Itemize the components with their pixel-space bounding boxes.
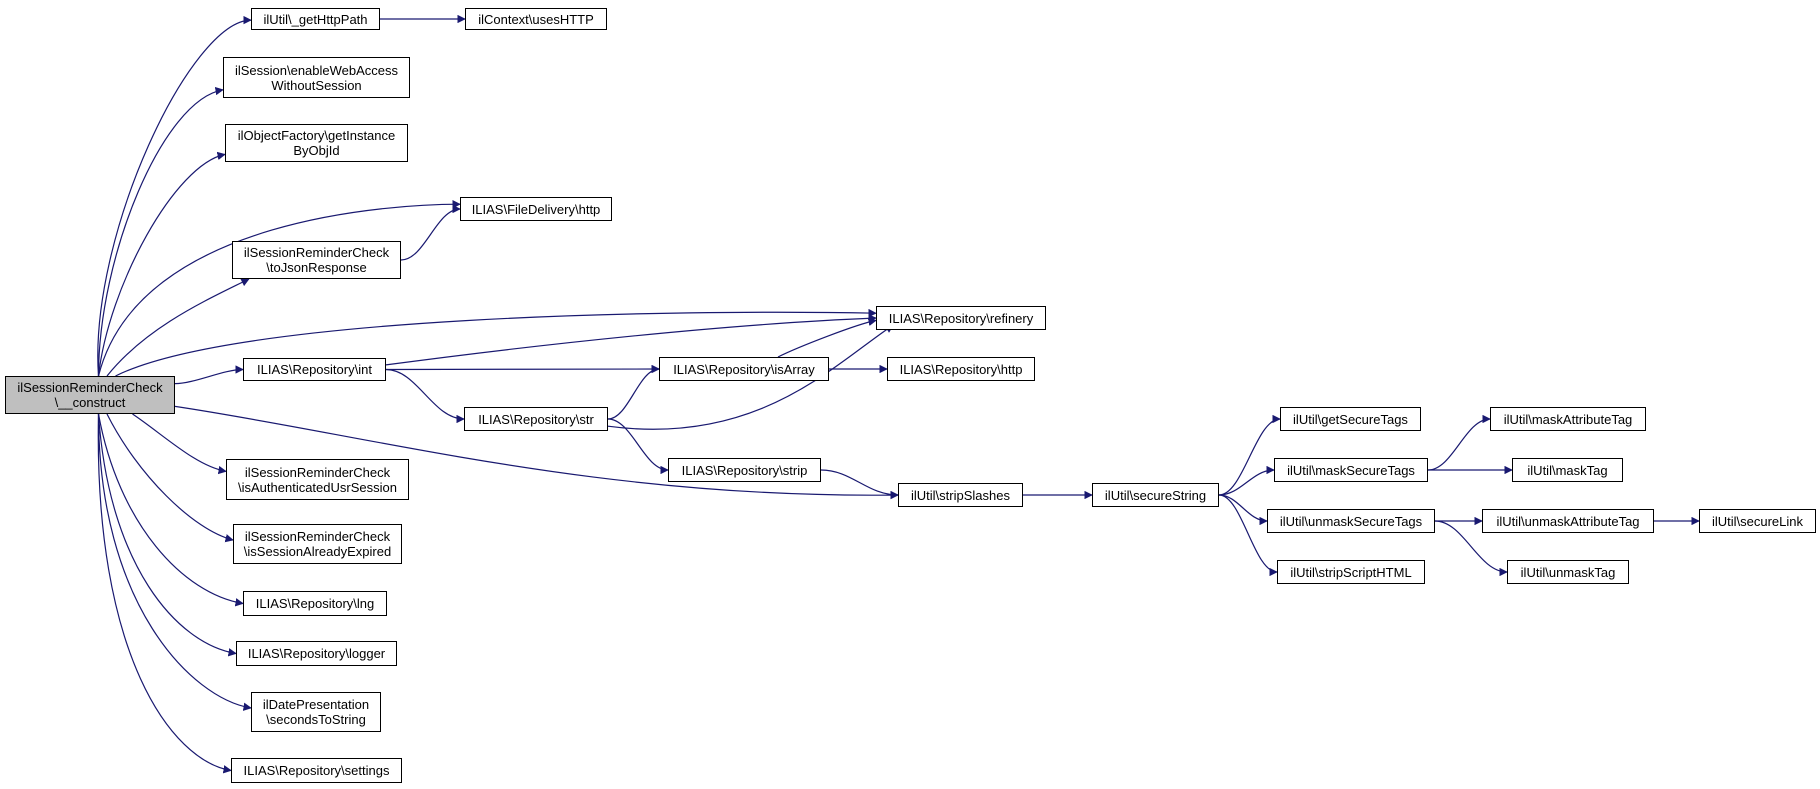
edge-root-to-settings (97, 413, 232, 774)
node-ilias-repository-settings[interactable]: ILIAS\Repository\settings (231, 758, 402, 783)
node-ilias-repository-strip[interactable]: ILIAS\Repository\strip (668, 458, 821, 482)
edge-root-to-toJsonResponse (106, 278, 250, 377)
edge-root-to-secondsToString (97, 413, 252, 711)
node-ilutil-masksecuretags[interactable]: ilUtil\maskSecureTags (1274, 458, 1428, 482)
node-ilutil-securelink[interactable]: ilUtil\secureLink (1699, 509, 1816, 533)
edge-root-to-fileDeliveryHttp (97, 200, 461, 377)
node-ilsessionremindercheck-isauthenticatedusrsession[interactable]: ilSessionReminderCheck \isAuthenticatedU… (226, 459, 409, 500)
node-ilias-repository-http[interactable]: ILIAS\Repository\http (887, 357, 1035, 381)
edge-root-to-isAuthenticated (132, 413, 227, 475)
edge-repoInt-to-isArray (385, 364, 660, 374)
edge-root-to-repoInt (174, 365, 244, 385)
node-ilias-repository-lng[interactable]: ILIAS\Repository\lng (243, 591, 387, 616)
node-ilias-repository-int[interactable]: ILIAS\Repository\int (243, 358, 386, 381)
node-ilutil-gethttppath[interactable]: ilUtil\_getHttpPath (251, 8, 380, 30)
node-ilutil-unmasktag[interactable]: ilUtil\unmaskTag (1507, 560, 1629, 584)
edge-root-to-lng (97, 413, 244, 607)
edge-repoInt-to-refinery (385, 314, 877, 366)
edge-repoInt-to-repoStr (385, 368, 465, 424)
edge-root-to-enableWebAccess (97, 86, 224, 377)
node-ilias-repository-isarray[interactable]: ILIAS\Repository\isArray (659, 357, 829, 381)
edge-repoStr-to-repoStrip (607, 418, 669, 475)
edge-root-to-isExpired (106, 413, 234, 543)
edge-root-to-stripSlashes (174, 405, 899, 500)
node-ilutil-masktag[interactable]: ilUtil\maskTag (1512, 458, 1623, 482)
node-ilias-repository-refinery[interactable]: ILIAS\Repository\refinery (876, 306, 1046, 330)
edge-secureString-to-unmaskSecureTags (1218, 494, 1268, 526)
node-ilutil-unmaskattributetag[interactable]: ilUtil\unmaskAttributeTag (1482, 509, 1654, 533)
node-ilcontext-useshttp[interactable]: ilContext\usesHTTP (465, 8, 607, 30)
edge-root-to-logger (97, 413, 237, 657)
edge-unmaskSecureTags-to-unmaskTag (1434, 520, 1508, 577)
edge-secureString-to-maskSecureTags (1218, 465, 1275, 496)
node-ilobjectfactory-getinstancebyobjid[interactable]: ilObjectFactory\getInstance ByObjId (225, 124, 408, 162)
node-ilias-filedelivery-http[interactable]: ILIAS\FileDelivery\http (460, 197, 612, 221)
edge-secureString-to-getSecureTags (1218, 414, 1281, 496)
node-ilias-repository-str[interactable]: ILIAS\Repository\str (464, 407, 608, 431)
edge-root-to-getHttpPath (97, 15, 252, 377)
node-ilutil-stripslashes[interactable]: ilUtil\stripSlashes (898, 483, 1023, 507)
edge-isArray-to-refinery (777, 317, 877, 358)
edge-maskSecureTags-to-maskAttributeTag (1427, 414, 1491, 471)
node-ilsessionremindercheck-construct: ilSessionReminderCheck \__construct (5, 376, 175, 414)
edge-root-to-refinery (115, 308, 877, 377)
node-ilsession-enablewebaccesswithoutsession[interactable]: ilSession\enableWebAccess WithoutSession (223, 57, 410, 98)
node-ilutil-stripscripthtml[interactable]: ilUtil\stripScriptHTML (1277, 560, 1425, 584)
node-ilutil-securestring[interactable]: ilUtil\secureString (1092, 483, 1219, 507)
node-ilutil-unmasksecuretags[interactable]: ilUtil\unmaskSecureTags (1267, 509, 1435, 533)
node-ildatepresentation-secondstostring[interactable]: ilDatePresentation \secondsToString (251, 692, 381, 732)
node-ilias-repository-logger[interactable]: ILIAS\Repository\logger (236, 641, 397, 666)
edge-repoStrip-to-stripSlashes (820, 469, 899, 500)
node-ilutil-maskattributetag[interactable]: ilUtil\maskAttributeTag (1490, 407, 1646, 431)
edge-root-to-getInstanceByObjId (97, 151, 226, 377)
edge-repoStr-to-refinery (607, 324, 894, 430)
node-ilsessionremindercheck-tojsonresponse[interactable]: ilSessionReminderCheck \toJsonResponse (232, 241, 401, 279)
node-ilutil-getsecuretags[interactable]: ilUtil\getSecureTags (1280, 407, 1421, 431)
edge-repoStr-to-isArray (607, 364, 660, 420)
edge-secureString-to-stripScriptHTML (1218, 494, 1278, 577)
edge-toJsonResponse-to-fileDeliveryHttp (400, 204, 461, 261)
node-ilsessionremindercheck-issessionalreadyexpired[interactable]: ilSessionReminderCheck \isSessionAlready… (233, 524, 402, 564)
